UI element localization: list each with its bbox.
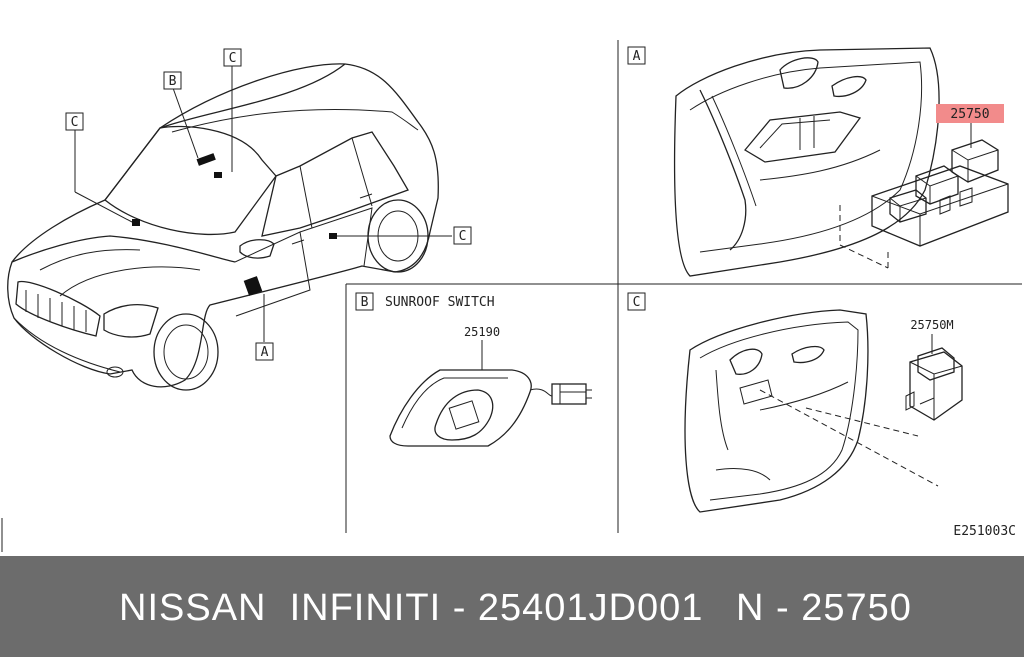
callout-b-label: B xyxy=(169,74,177,89)
panel-a-tag: A xyxy=(633,49,641,64)
brand-part-number: NISSAN INFINITI - 25401JD001 xyxy=(119,587,704,629)
callout-c-left: C xyxy=(65,112,84,131)
passenger-window-switch xyxy=(905,347,963,421)
callout-a-label: A xyxy=(261,345,269,360)
part-info-footer: NISSAN INFINITI - 25401JD001 N - 25750 xyxy=(0,556,1024,657)
part-number-highlight xyxy=(936,104,1004,123)
panel-b-tag: B xyxy=(361,295,369,310)
panel-borders xyxy=(1,40,1022,552)
panel-a-part-number: 25750 xyxy=(950,107,989,122)
panel-b-title: SUNROOF SWITCH xyxy=(385,295,495,310)
callout-c-right-label: C xyxy=(459,229,467,244)
callout-c-top: C xyxy=(223,48,242,67)
callout-c-left-label: C xyxy=(71,115,79,130)
panel-b: B SUNROOF SWITCH 25190 xyxy=(355,292,592,447)
vehicle-illustration xyxy=(7,63,452,391)
window-switch-assembly xyxy=(871,139,1009,247)
callout-c-top-label: C xyxy=(229,51,237,66)
callout-c-right: C xyxy=(453,226,472,245)
panel-b-part-number: 25190 xyxy=(464,325,500,339)
callout-b: B xyxy=(163,71,182,90)
oem-part-number: N - 25750 xyxy=(736,587,912,629)
door-panel-passenger xyxy=(684,309,869,513)
sunroof-switch xyxy=(389,369,592,447)
figure-code: E251003C xyxy=(953,524,1016,539)
panel-c-tag: C xyxy=(633,295,641,310)
door-panel-driver xyxy=(673,47,940,277)
panel-c: C 25750M xyxy=(627,292,963,513)
callout-a: A xyxy=(255,342,274,361)
panel-c-part-number: 25750M xyxy=(910,318,953,332)
panel-a: A xyxy=(627,46,1009,277)
parts-diagram: C B C C A A xyxy=(1,40,1022,552)
